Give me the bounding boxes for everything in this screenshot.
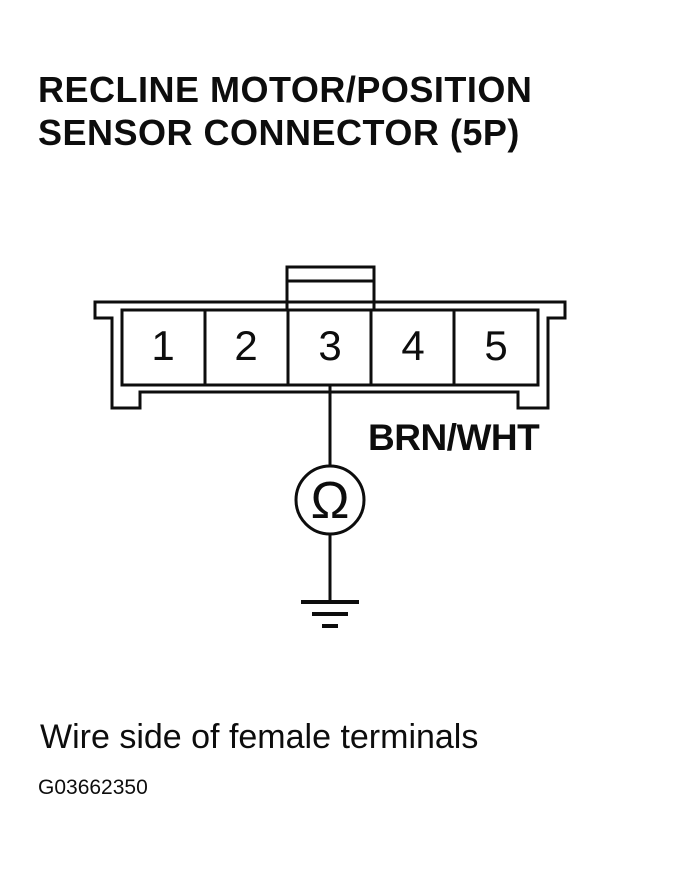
pin-label-3: 3: [318, 322, 341, 369]
diagram-title-line2: SENSOR CONNECTOR (5P): [38, 112, 520, 153]
pin-cell-1: 1: [120, 308, 207, 387]
connector-latch-tab-icon: [285, 265, 376, 312]
ground-icon: [301, 600, 359, 628]
pin-label-1: 1: [151, 322, 174, 369]
connector-housing-outline: [93, 300, 567, 410]
figure-id: G03662350: [38, 776, 148, 799]
connector-diagram: 1 2 3 4 5 BRN/WHT Ω: [93, 265, 567, 628]
pin-cell-4: 4: [369, 308, 456, 387]
ohmmeter-icon: Ω: [294, 464, 366, 536]
caption: Wire side of female terminals: [40, 718, 479, 756]
pin-label-4: 4: [401, 322, 424, 369]
pin-cell-3: 3: [286, 308, 373, 387]
ohm-symbol: Ω: [311, 472, 350, 530]
pin-cell-2: 2: [203, 308, 290, 387]
diagram-title: RECLINE MOTOR/POSITION SENSOR CONNECTOR …: [38, 68, 532, 154]
wire-color-label: BRN/WHT: [368, 417, 540, 458]
diagram-title-line1: RECLINE MOTOR/POSITION: [38, 69, 533, 110]
pin-cell-5: 5: [452, 308, 540, 387]
pin-label-2: 2: [234, 322, 257, 369]
pin-label-5: 5: [484, 322, 507, 369]
